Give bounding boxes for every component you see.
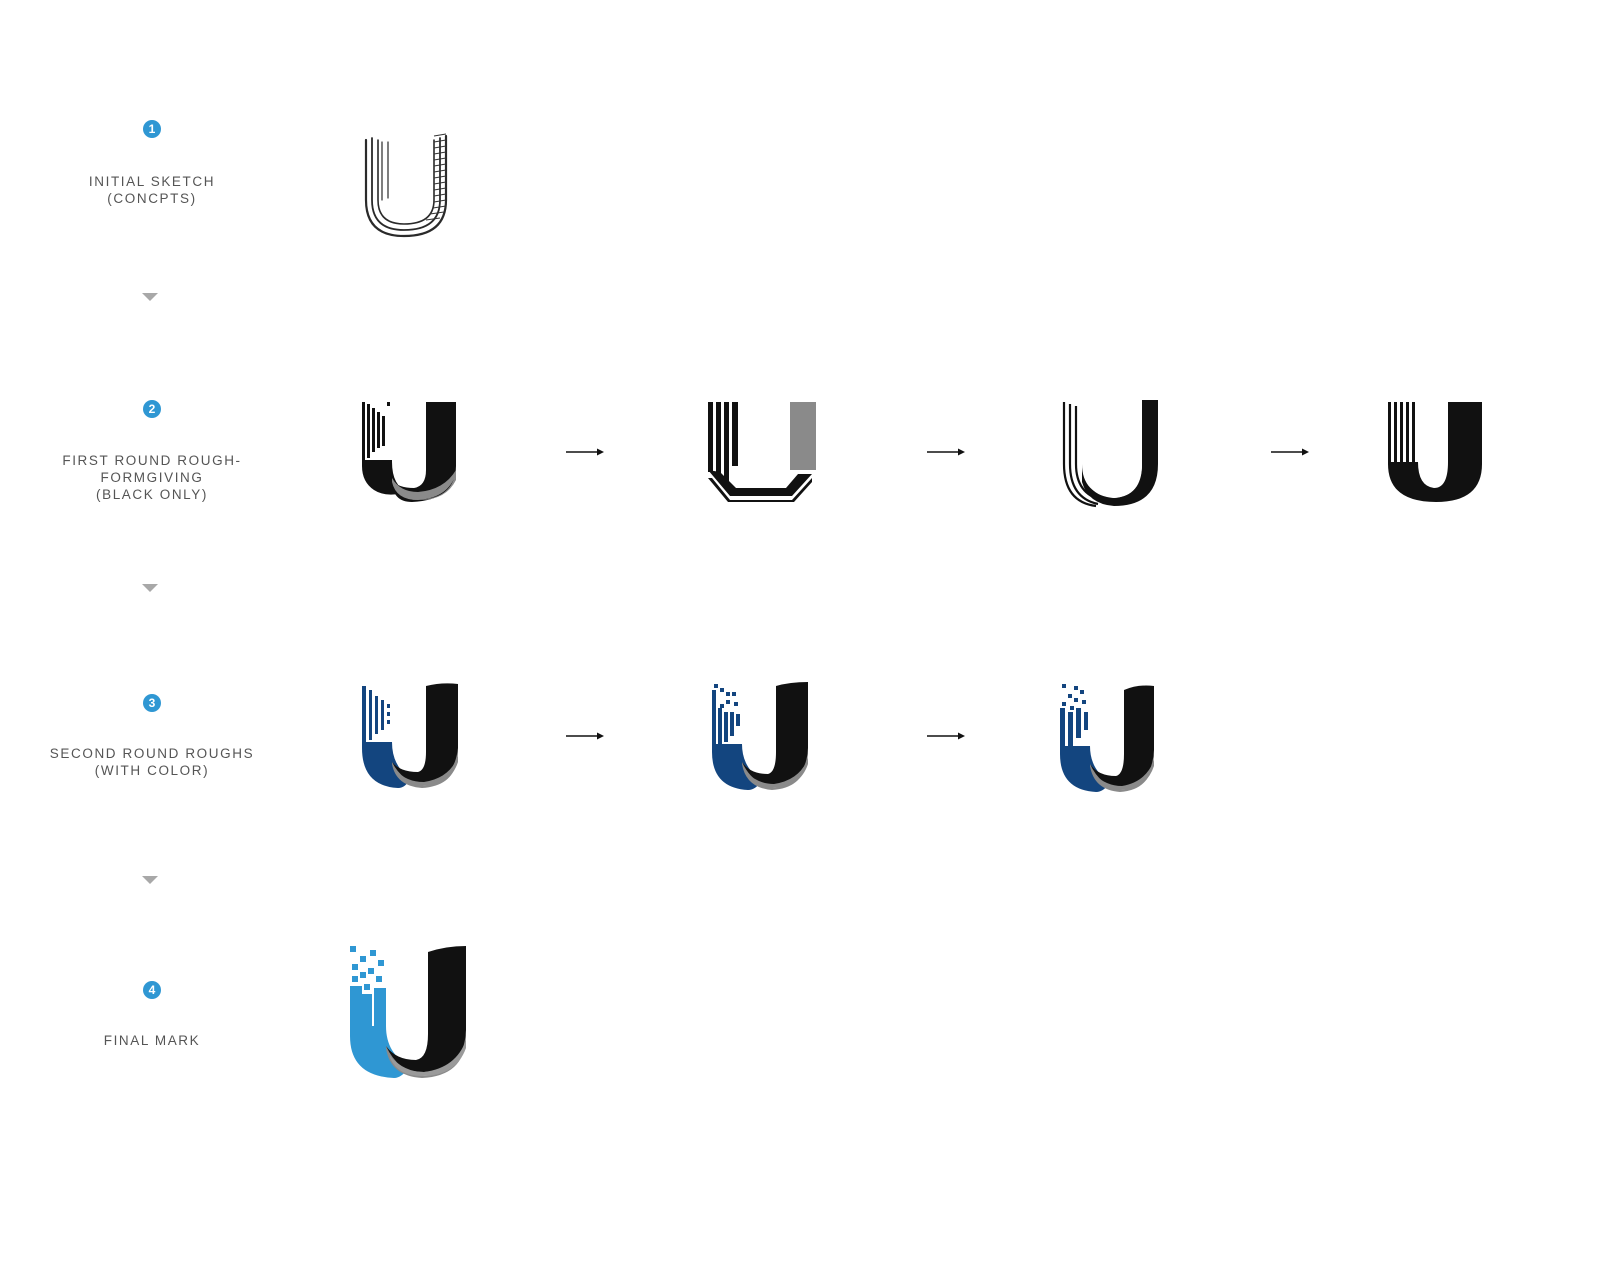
right-arrow-icon (927, 732, 965, 740)
final-u-mark (350, 946, 466, 1078)
rough-u-mark-4 (1388, 402, 1482, 502)
step-3-label: SECOND ROUND ROUGHS (WITH COLOR) (49, 746, 255, 778)
color-rough-u-mark-3 (1060, 684, 1154, 792)
down-arrow-icon (142, 584, 158, 592)
right-arrow-icon (566, 732, 604, 740)
rough-u-mark-1 (362, 402, 456, 502)
sketch-u-mark (364, 133, 448, 238)
step-1-label: INITIAL SKETCH (CONCPTS) (88, 174, 216, 206)
step-2-badge: 2 (143, 400, 161, 418)
right-arrow-icon (1271, 448, 1309, 456)
down-arrow-icon (142, 293, 158, 301)
rough-u-mark-3 (1062, 400, 1158, 508)
step-2-label: FIRST ROUND ROUGH- FORMGIVING (BLACK ONL… (62, 453, 242, 502)
step-1-badge: 1 (143, 120, 161, 138)
color-rough-u-mark-2 (712, 682, 808, 790)
step-3-badge: 3 (143, 694, 161, 712)
rough-u-mark-2 (708, 402, 816, 502)
right-arrow-icon (566, 448, 604, 456)
right-arrow-icon (927, 448, 965, 456)
color-rough-u-mark-1 (362, 683, 458, 788)
step-4-label: FINAL MARK (103, 1033, 201, 1048)
step-4-badge: 4 (143, 981, 161, 999)
down-arrow-icon (142, 876, 158, 884)
